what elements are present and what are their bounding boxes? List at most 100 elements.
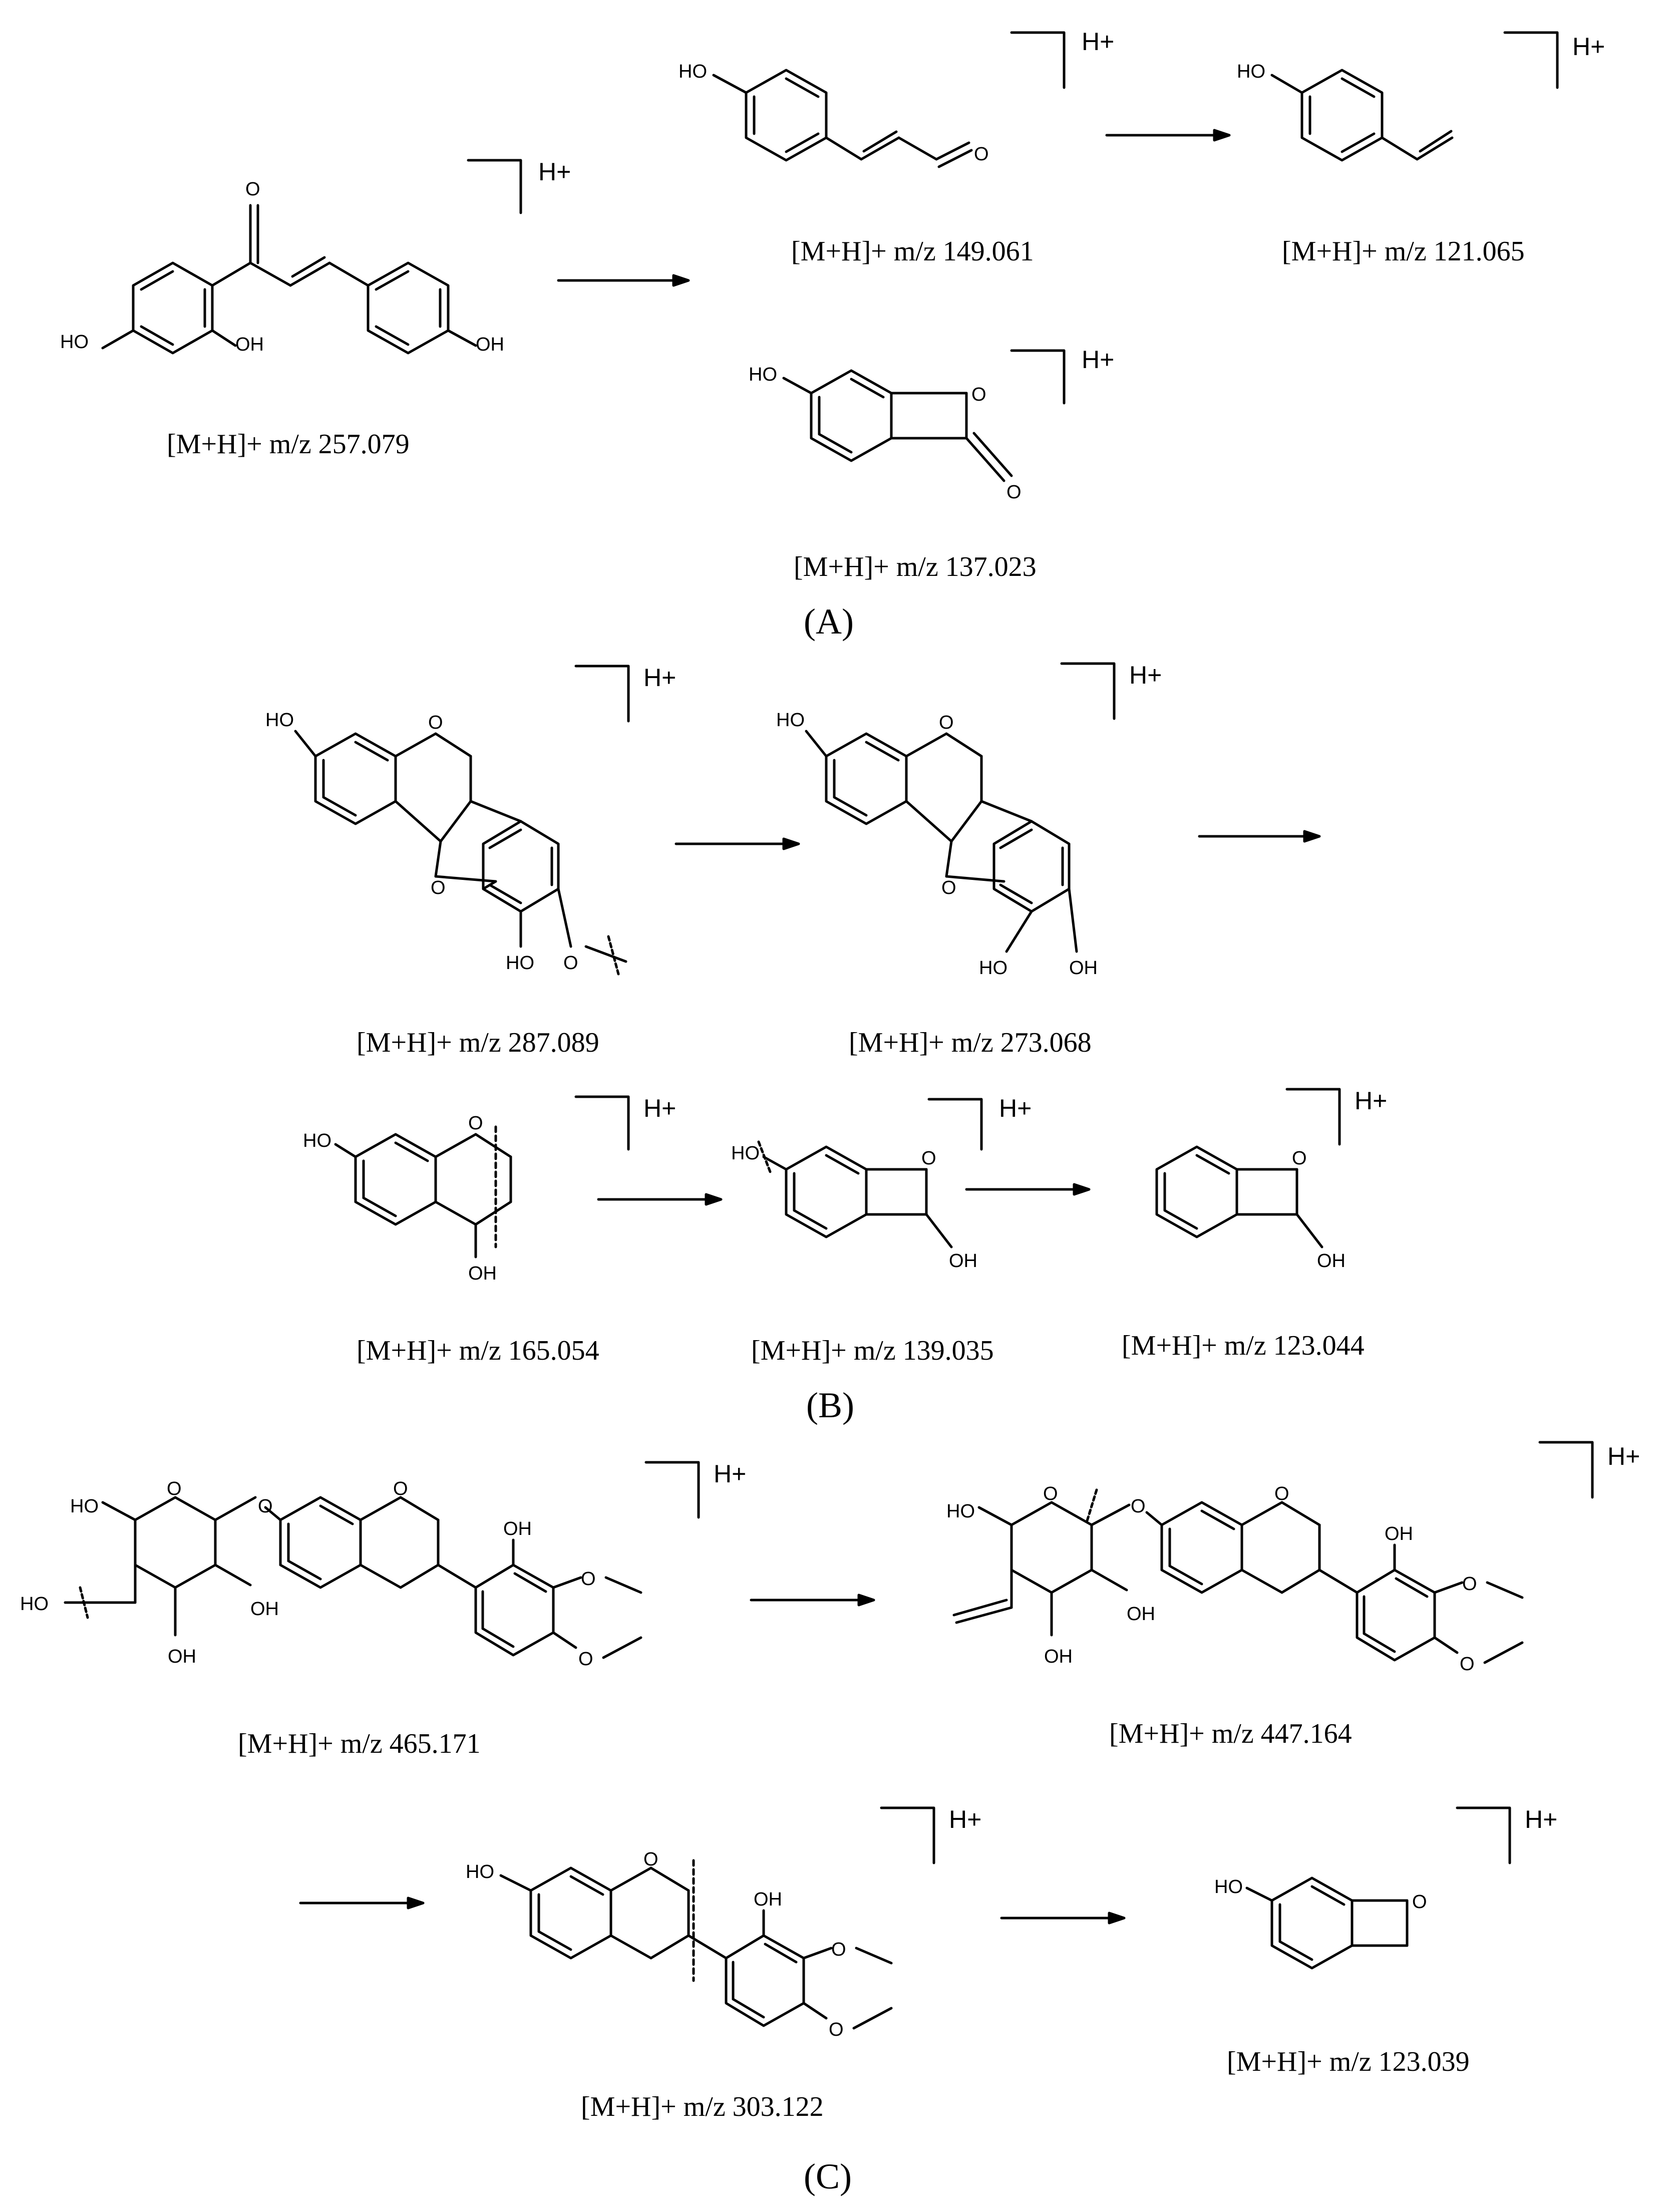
atom-label: O — [581, 1568, 596, 1590]
charge-label: H+ — [538, 158, 571, 186]
mz-caption: [M+H]+ m/z 273.068 — [849, 1027, 1092, 1058]
atom-label: O — [1292, 1148, 1307, 1169]
molecule-b3-structure — [334, 1125, 512, 1258]
charge-label: H+ — [999, 1094, 1032, 1122]
atom-label: HO — [749, 364, 777, 385]
charge-label: H+ — [643, 1094, 676, 1122]
charge-label: H+ — [1572, 33, 1605, 61]
molecule-c4-structure — [1245, 1876, 1409, 1970]
atom-labels: O HO OH OH HO O HO HO O O HO O O HO O HO… — [20, 61, 1477, 2040]
atom-label: OH — [1069, 958, 1098, 979]
molecule-a2-structure — [712, 69, 973, 168]
panel-label-b: (B) — [806, 1385, 854, 1425]
atom-label: O — [1462, 1573, 1477, 1595]
mz-caption: [M+H]+ m/z 465.171 — [238, 1728, 481, 1759]
atom-label: OH — [949, 1250, 977, 1272]
charge-label: H+ — [714, 1460, 746, 1488]
mz-caption: [M+H]+ m/z 137.023 — [794, 551, 1037, 582]
atom-label: O — [428, 712, 443, 733]
atom-label: O — [941, 877, 956, 898]
atom-label: O — [831, 1939, 846, 1960]
atom-label: O — [393, 1478, 408, 1499]
molecule-b4-structure — [757, 1140, 953, 1248]
atom-label: O — [1412, 1891, 1427, 1913]
molecule-b1-structure — [294, 730, 627, 976]
atom-label: O — [245, 179, 260, 200]
atom-label: O — [921, 1148, 936, 1169]
mz-caption: [M+H]+ m/z 287.089 — [357, 1027, 599, 1058]
atom-label: OH — [1044, 1646, 1073, 1667]
atom-label: O — [578, 1649, 593, 1670]
molecule-a1-structure — [101, 204, 477, 355]
atom-label: HO — [20, 1594, 49, 1615]
atom-label: O — [1006, 482, 1022, 503]
atom-label: HO — [303, 1130, 331, 1151]
molecule-b5-structure — [1155, 1145, 1323, 1248]
charge-label: H+ — [1355, 1087, 1387, 1115]
mz-caption: [M+H]+ m/z 165.054 — [357, 1335, 599, 1366]
atom-label: O — [1043, 1483, 1058, 1504]
atom-label: HO — [506, 953, 534, 974]
atom-label: HO — [1237, 61, 1265, 82]
atom-label: OH — [468, 1263, 497, 1284]
atom-label: OH — [1317, 1250, 1346, 1272]
molecule-b2-structure — [805, 730, 1078, 953]
mz-caption: [M+H]+ m/z 123.044 — [1122, 1330, 1365, 1361]
atom-label: OH — [754, 1889, 782, 1910]
molecule-c2-structure — [952, 1488, 1524, 1664]
mz-caption: [M+H]+ m/z 139.035 — [751, 1335, 994, 1366]
mz-caption: [M+H]+ m/z 123.039 — [1227, 2046, 1470, 2077]
panel-labels: (A) (B) (C) — [804, 601, 854, 2196]
charge-label: H+ — [1525, 1805, 1557, 1833]
atom-label: OH — [1127, 1604, 1155, 1625]
atom-label: HO — [60, 332, 89, 353]
atom-label: O — [1131, 1496, 1146, 1517]
atom-label: HO — [731, 1143, 760, 1164]
charge-label: H+ — [1129, 661, 1162, 689]
atom-label: OH — [235, 334, 264, 355]
atom-label: OH — [503, 1518, 532, 1539]
atom-label: OH — [250, 1599, 279, 1620]
atom-label: O — [563, 953, 578, 974]
atom-label: HO — [70, 1496, 99, 1517]
charge-labels: H+ H+ H+ H+ H+ H+ H+ H+ H+ H+ H+ H+ H+ — [538, 28, 1640, 1833]
charge-label: H+ — [643, 664, 676, 692]
panel-label-c: (C) — [804, 2156, 852, 2196]
atom-label: O — [939, 712, 954, 733]
atom-label: O — [974, 144, 989, 165]
panel-label-a: (A) — [804, 601, 854, 642]
atom-label: O — [167, 1478, 182, 1499]
molecule-a4-structure — [782, 369, 1013, 482]
atom-label: O — [971, 384, 986, 405]
atom-label: HO — [265, 710, 294, 731]
atom-label: O — [258, 1496, 273, 1517]
atom-label: O — [1460, 1654, 1475, 1675]
atom-label: O — [468, 1113, 483, 1134]
atom-label: HO — [776, 710, 805, 731]
atom-label: HO — [979, 958, 1007, 979]
charge-label: H+ — [1082, 346, 1114, 374]
atom-label: HO — [679, 61, 707, 82]
mz-caption: [M+H]+ m/z 149.061 — [791, 236, 1034, 267]
molecule-c3-structure — [499, 1859, 893, 2030]
atom-label: O — [829, 2019, 844, 2040]
atom-label: O — [643, 1849, 658, 1870]
atom-label: O — [1274, 1483, 1289, 1504]
atom-label: OH — [1385, 1523, 1413, 1544]
atom-label: HO — [466, 1861, 494, 1882]
atom-label: O — [431, 877, 446, 898]
atom-label: OH — [476, 334, 504, 355]
atom-label: HO — [946, 1501, 975, 1522]
atom-label: HO — [1214, 1876, 1243, 1898]
charge-label: H+ — [1082, 28, 1114, 56]
molecule-a3-structure — [1270, 69, 1454, 162]
mz-caption: [M+H]+ m/z 257.079 — [167, 429, 410, 460]
charge-label: H+ — [949, 1805, 981, 1833]
mz-caption: [M+H]+ m/z 447.164 — [1109, 1718, 1352, 1749]
mz-caption: [M+H]+ m/z 121.065 — [1282, 236, 1525, 267]
charge-label: H+ — [1607, 1442, 1640, 1470]
molecule-c1-structure — [64, 1496, 642, 1659]
mz-caption: [M+H]+ m/z 303.122 — [581, 2091, 824, 2122]
